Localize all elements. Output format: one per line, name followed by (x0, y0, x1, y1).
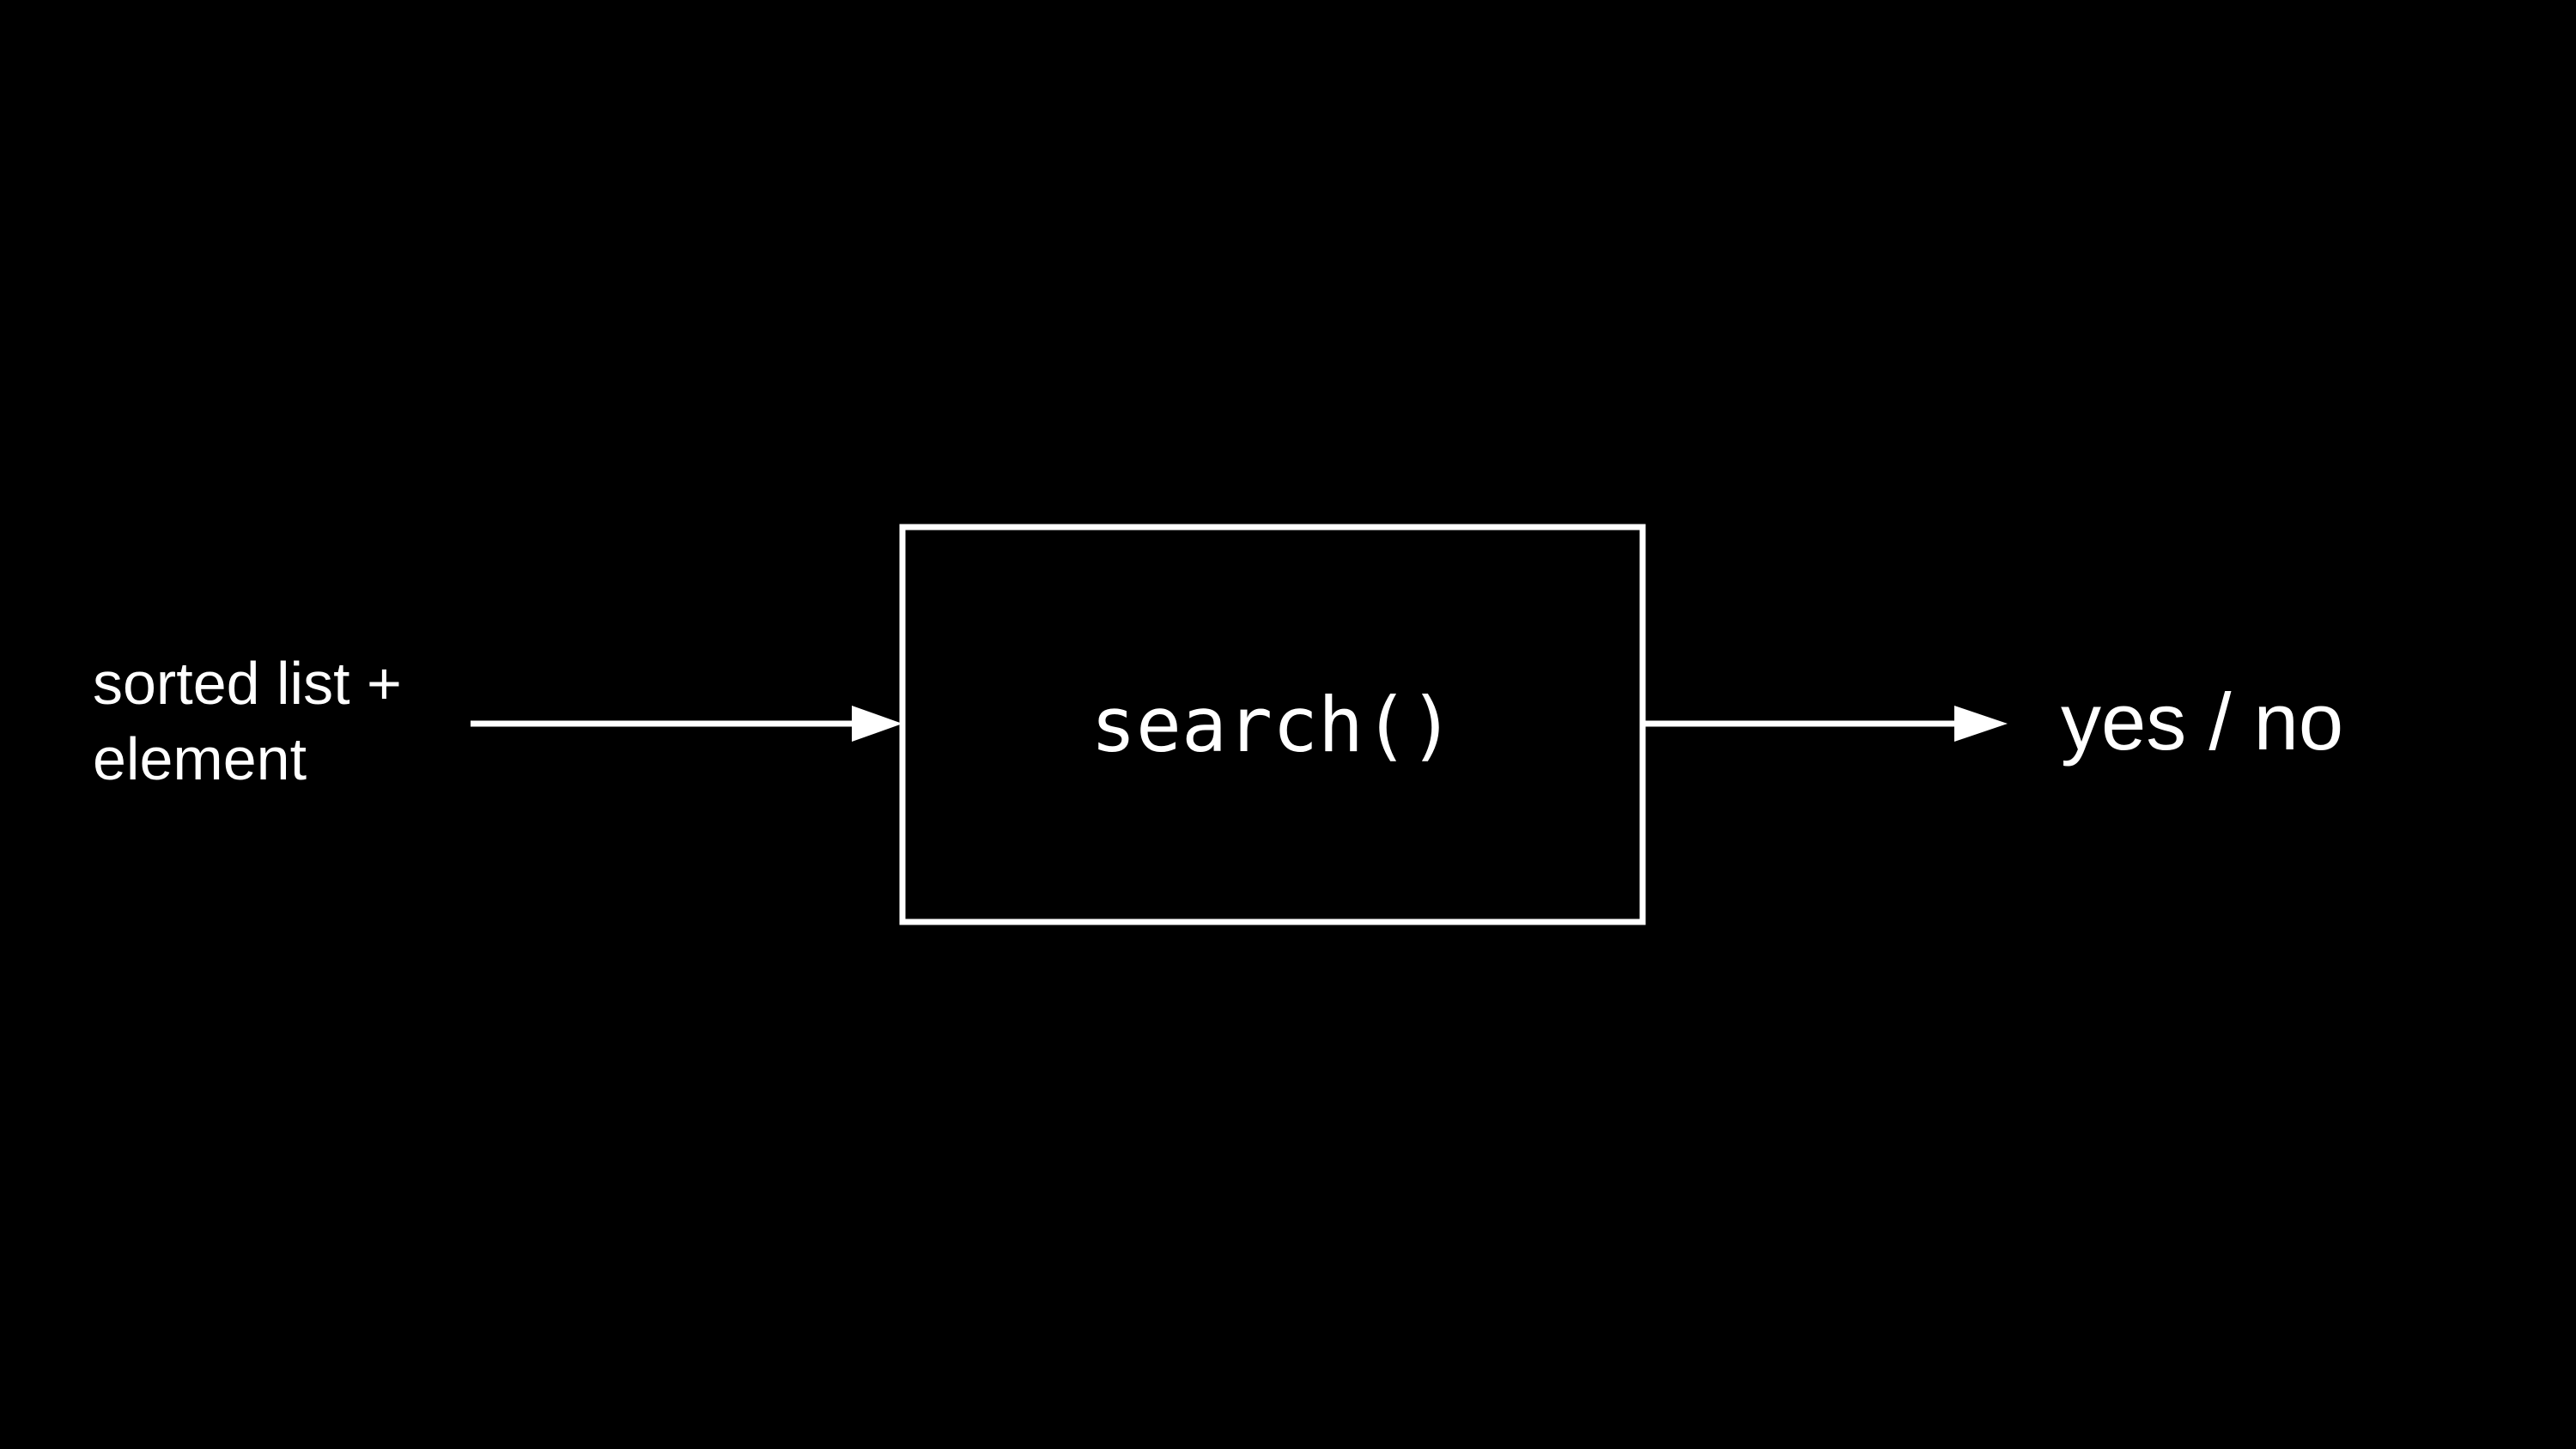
input-label-line-1: sorted list + (93, 650, 402, 717)
input-label-line-2: element (93, 725, 307, 792)
function-label: search() (1091, 681, 1455, 769)
input-label: sorted list + element (93, 646, 488, 797)
output-arrowhead (1954, 706, 2008, 742)
output-label: yes / no (2061, 676, 2344, 767)
input-arrowhead (852, 706, 902, 742)
